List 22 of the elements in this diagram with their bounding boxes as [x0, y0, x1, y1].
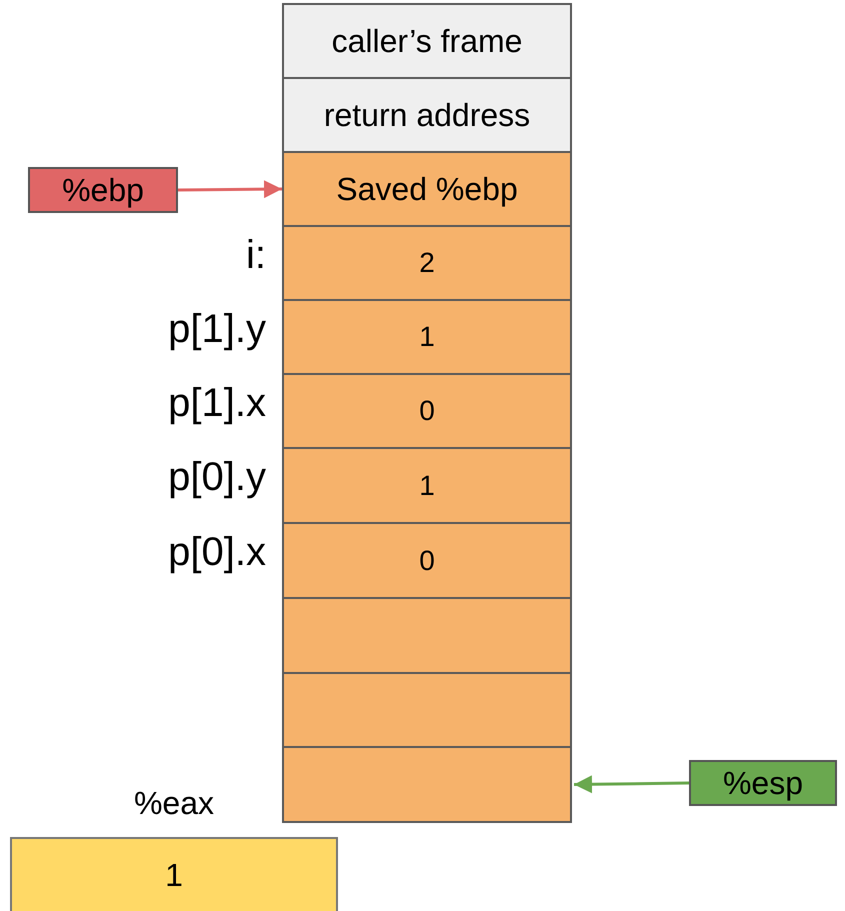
register-label-box: %esp — [689, 760, 837, 806]
stack-slot: return address — [282, 77, 572, 153]
stack-slot: 1 — [282, 299, 572, 375]
stack-slot: 0 — [282, 373, 572, 449]
arrow — [178, 180, 282, 198]
arrow — [574, 775, 690, 794]
empty-stack-slot — [282, 672, 572, 748]
empty-stack-slot — [282, 746, 572, 823]
stack-slot: 1 — [282, 447, 572, 524]
variable-name: p[0].y — [168, 455, 266, 500]
variable-name: p[0].x — [168, 530, 266, 575]
register-name: %eax — [132, 785, 216, 822]
empty-stack-slot — [282, 597, 572, 674]
variable-name: i: — [246, 233, 266, 278]
stack-slot: caller’s frame — [282, 3, 572, 79]
stack-slot: 0 — [282, 522, 572, 599]
register-value-box: 1 — [10, 837, 338, 911]
variable-name: p[1].y — [168, 307, 266, 352]
stack-slot: Saved %ebp — [282, 151, 572, 227]
stack-slot: 2 — [282, 225, 572, 301]
register-label-box: %ebp — [28, 167, 178, 213]
variable-name: p[1].x — [168, 381, 266, 426]
